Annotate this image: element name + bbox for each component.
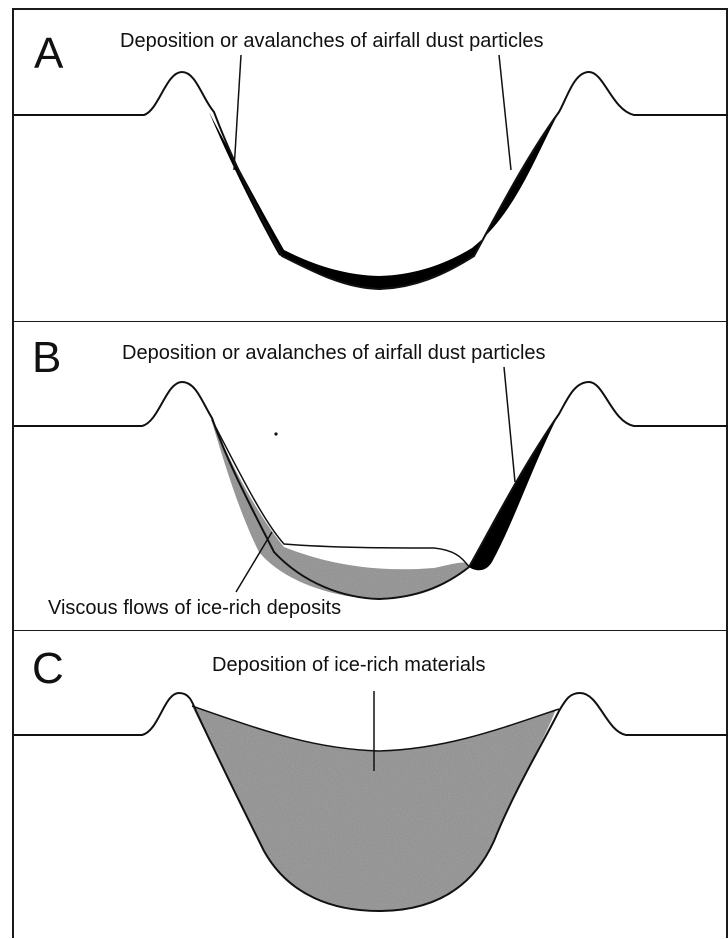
speck-mark <box>274 432 277 435</box>
crater-profile-a <box>14 10 728 322</box>
dust-layer-b <box>469 414 559 570</box>
crater-profile-b <box>14 322 728 631</box>
viscous-flow-surface <box>212 420 469 567</box>
leader-line-right-a <box>499 55 511 170</box>
leader-line-right-b <box>504 367 515 482</box>
crater-outline-b <box>14 382 728 599</box>
panel-c: C Deposition of ice-rich materials <box>12 630 728 938</box>
crater-outline-a <box>14 72 728 289</box>
dust-layer-a <box>209 112 559 289</box>
leader-line-left-a <box>234 55 241 170</box>
crater-profile-c <box>14 631 728 939</box>
panel-b: B Deposition or avalanches of airfall du… <box>12 321 728 631</box>
panel-a: A Deposition or avalanches of airfall du… <box>12 8 728 322</box>
